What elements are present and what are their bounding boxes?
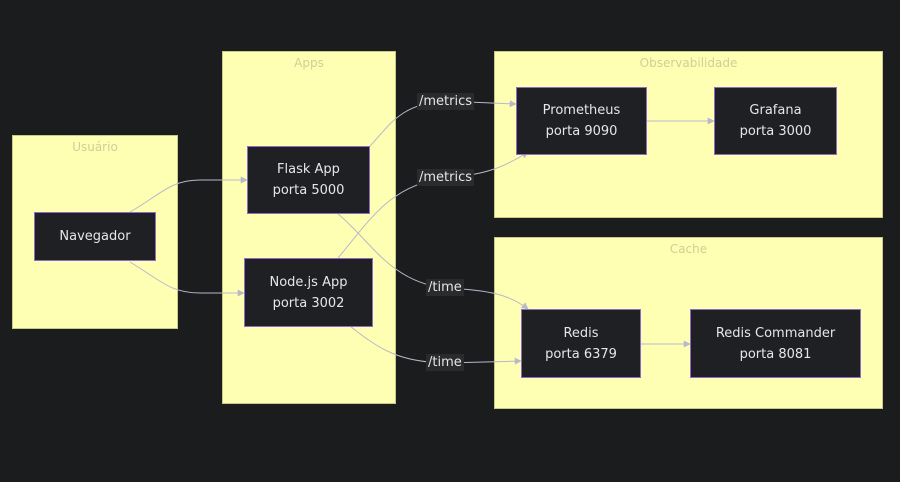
node-navegador[interactable]: Navegador <box>34 212 156 261</box>
edge-label-node-metrics: /metrics <box>417 169 475 186</box>
node-prometheus-name: Prometheus <box>542 103 621 118</box>
edge-label-flask-time: /time <box>426 279 464 296</box>
edge-navegador-node <box>129 261 245 297</box>
node-redis-commander[interactable]: Redis Commander porta 8081 <box>690 309 861 378</box>
node-redis-commander-name: Redis Commander <box>715 325 836 341</box>
node-nodejs-app-name: Node.js App <box>269 274 348 290</box>
cluster-title-observabilidade: Observabilidade <box>639 56 738 70</box>
cluster-title-usuario: Usuário <box>72 140 118 154</box>
node-flask-app-name: Flask App <box>277 162 340 177</box>
node-nodejs-app[interactable]: Node.js App porta 3002 <box>244 258 373 327</box>
cluster-title-cache: Cache <box>669 242 708 256</box>
node-redis[interactable]: Redis porta 6379 <box>521 309 641 378</box>
node-grafana[interactable]: Grafana porta 3000 <box>714 87 837 155</box>
edge-label-node-time: /time <box>426 354 464 371</box>
node-nodejs-app-port: porta 3002 <box>272 295 345 311</box>
edge-navegador-flask <box>129 176 248 213</box>
node-redis-name: Redis <box>563 325 599 341</box>
cluster-title-apps: Apps <box>294 56 324 70</box>
node-navegador-label: Navegador <box>59 229 131 244</box>
node-redis-port: porta 6379 <box>545 346 617 362</box>
node-grafana-name: Grafana <box>749 103 802 118</box>
cluster-apps: Apps <box>222 51 396 404</box>
node-flask-app-port: porta 5000 <box>272 183 345 198</box>
edge-label-flask-metrics: /metrics <box>417 93 475 110</box>
node-prometheus-port: porta 9090 <box>545 124 618 139</box>
node-flask-app[interactable]: Flask App porta 5000 <box>247 146 370 214</box>
node-redis-commander-port: porta 8081 <box>739 346 812 362</box>
node-grafana-port: porta 3000 <box>739 124 812 139</box>
node-prometheus[interactable]: Prometheus porta 9090 <box>516 87 647 155</box>
